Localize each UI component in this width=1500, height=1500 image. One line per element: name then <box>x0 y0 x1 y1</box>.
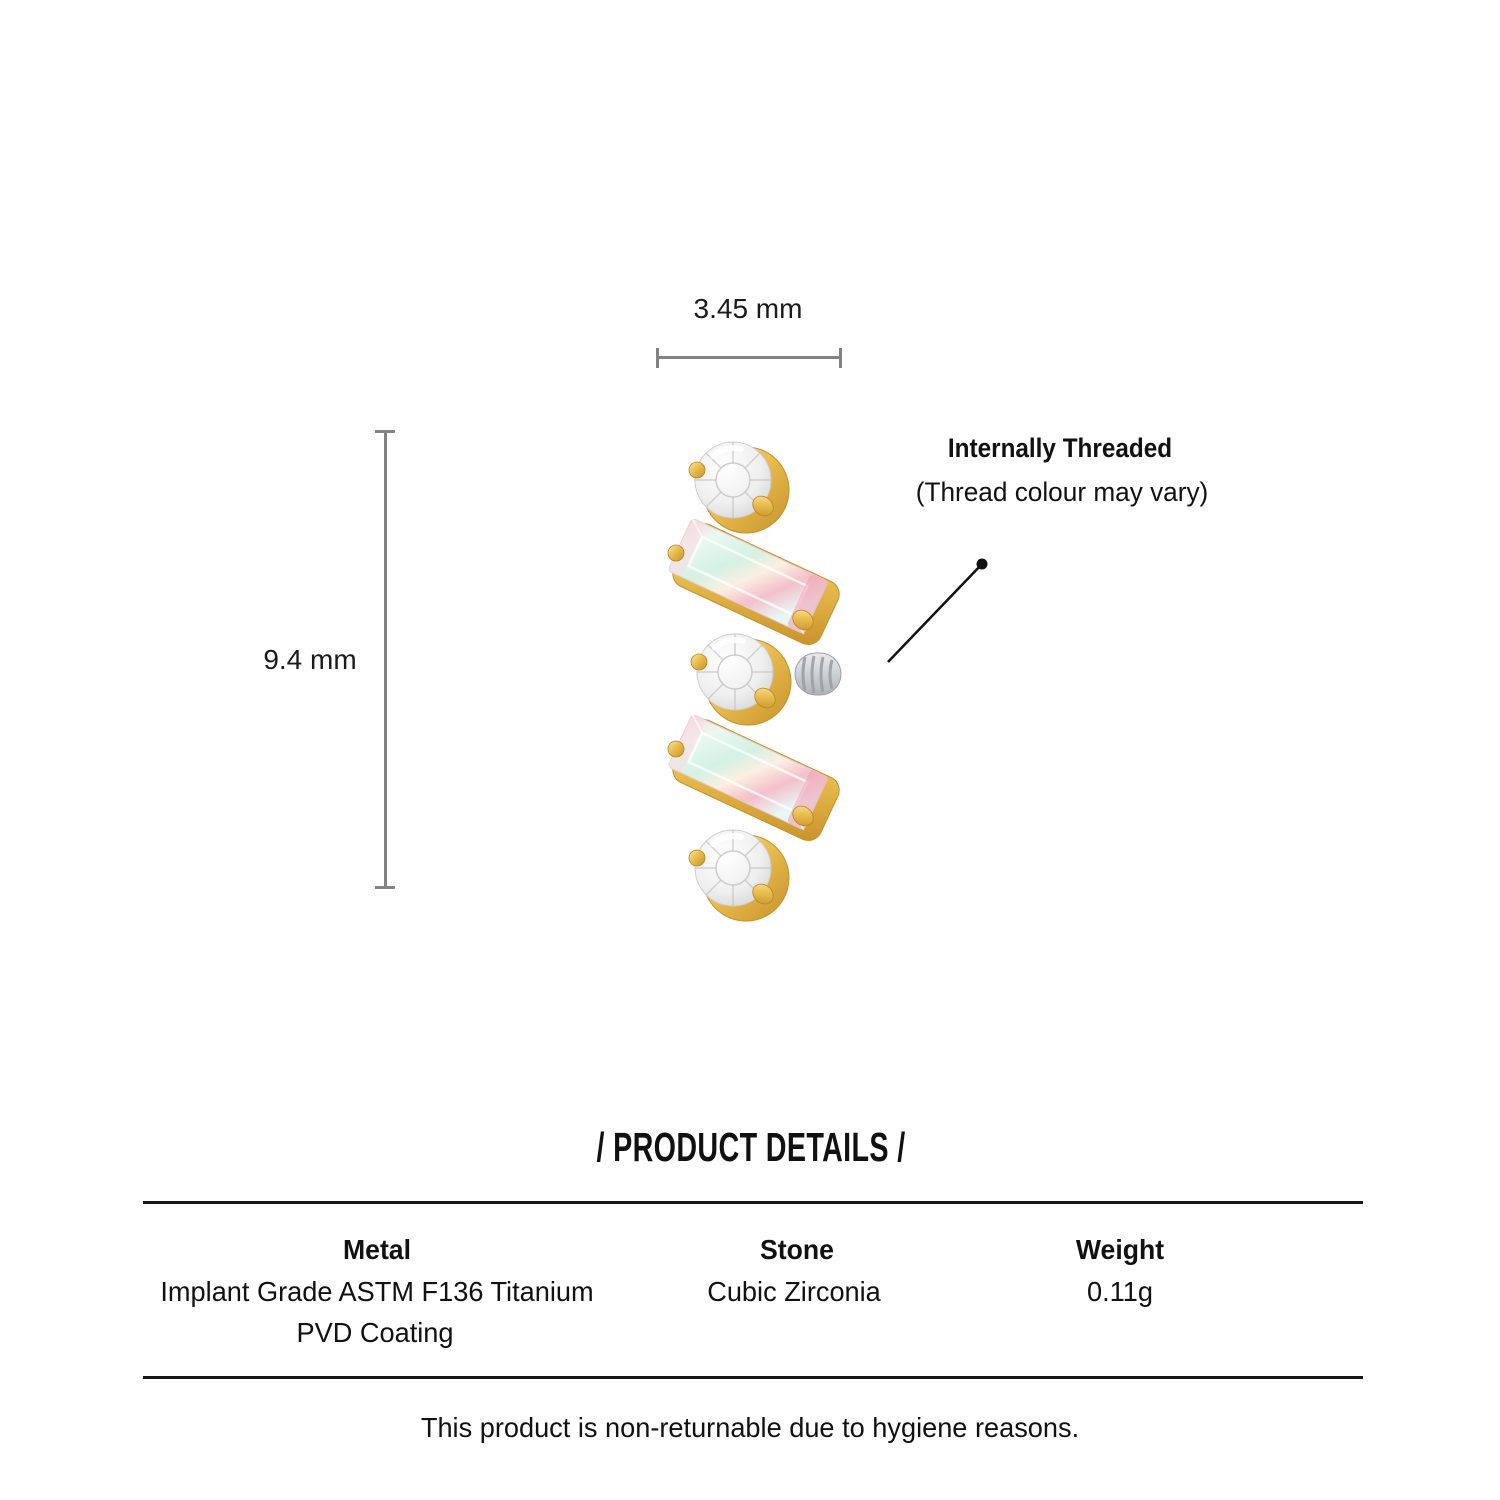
width-measure-tick-right <box>839 348 842 368</box>
details-rule-bottom <box>143 1376 1363 1379</box>
column-header-weight: Weight <box>1075 1234 1165 1265</box>
height-measure-tick-bottom <box>375 886 395 889</box>
product-image <box>666 428 842 922</box>
stone-value: Cubic Zirconia <box>707 1276 881 1307</box>
pointer-dot <box>976 558 988 570</box>
metal-value: Implant Grade ASTM F136 Titanium <box>160 1276 594 1307</box>
column-header-stone: Stone <box>760 1234 834 1265</box>
details-rule-top <box>143 1201 1363 1204</box>
prongs <box>667 461 814 905</box>
details-heading: / PRODUCT DETAILS / <box>596 1124 906 1170</box>
height-measure-tick-top <box>375 430 395 433</box>
column-header-metal: Metal <box>343 1234 411 1265</box>
height-measure-label: 9.4 mm <box>263 644 357 675</box>
footer-note: This product is non-returnable due to hy… <box>420 1412 1080 1443</box>
annotation-pointer-line <box>887 558 988 663</box>
weight-value: 0.11g <box>1087 1276 1153 1307</box>
metal-value-line2: PVD Coating <box>296 1317 454 1348</box>
width-measure-tick-left <box>656 348 659 368</box>
threaded-post <box>794 652 842 696</box>
annotation-title: Internally Threaded <box>947 433 1173 463</box>
height-measure-line <box>384 432 387 887</box>
annotation-subtitle: (Thread colour may vary) <box>915 477 1209 507</box>
width-measure-label: 3.45 mm <box>693 293 803 324</box>
width-measure-line <box>659 356 840 359</box>
